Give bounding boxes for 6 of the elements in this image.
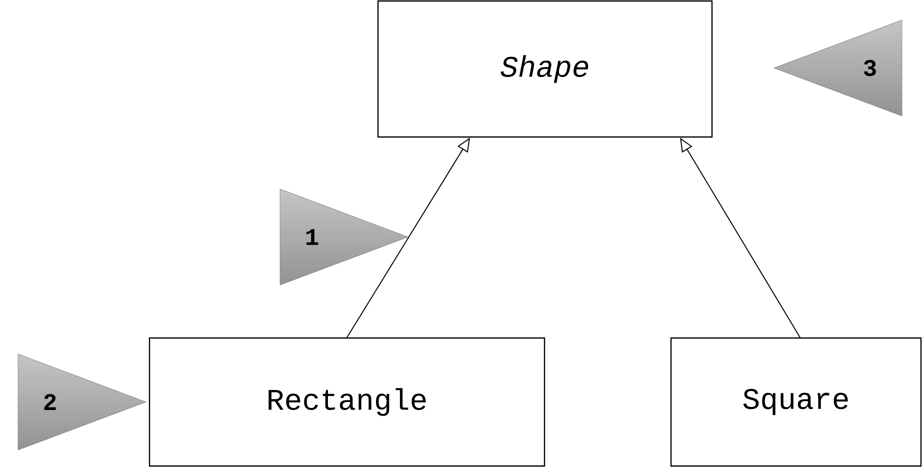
class-box: Square <box>670 337 922 467</box>
callout-triangle: 1 <box>280 188 408 286</box>
callout-triangle: 2 <box>18 354 146 450</box>
class-box: Shape <box>377 0 713 138</box>
class-box: Rectangle <box>148 337 546 467</box>
callout-triangle: 3 <box>774 20 902 116</box>
